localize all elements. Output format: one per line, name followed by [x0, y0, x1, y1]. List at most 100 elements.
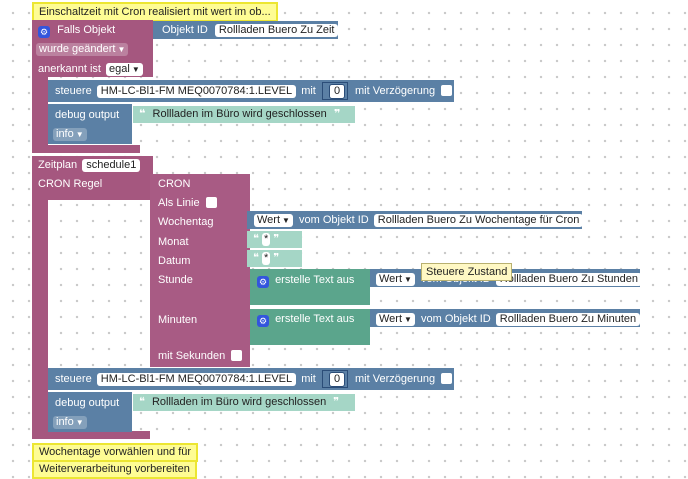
cron-block[interactable] — [150, 174, 250, 367]
debug-level-dropdown[interactable]: info▼ — [53, 416, 87, 429]
steuere-label: steuere — [55, 85, 92, 97]
monat-value[interactable]: * — [261, 233, 271, 246]
minuten-objekt-field[interactable]: Rollladen Buero Zu Minuten — [495, 313, 641, 326]
tooltip: Steuere Zustand — [421, 263, 513, 281]
als-linie-label: Als Linie — [158, 197, 200, 209]
number-value[interactable]: 0 — [329, 84, 346, 99]
erstelle-text-label: erstelle Text aus — [275, 313, 355, 325]
stunde-text-join-block[interactable] — [250, 269, 370, 305]
wurde-dropdown[interactable]: wurde geändert▼ — [36, 43, 129, 56]
debug-block-2[interactable] — [48, 392, 132, 432]
control-1-row: steuere HM-LC-Bl1-FM MEQ0070784:1.LEVEL … — [55, 84, 316, 98]
comment-top[interactable]: Einschaltzeit mit Cron realisiert mit we… — [32, 2, 278, 22]
minuten-value-row: Wert▼ vom Objekt ID Rollladen Buero Zu M… — [376, 312, 641, 326]
mit-sekunden-checkbox[interactable] — [231, 350, 243, 361]
anerkannt-row: anerkannt ist egal▼ — [38, 62, 143, 76]
open-quote-icon: ❝ — [139, 108, 146, 120]
wert-dropdown[interactable]: Wert▼ — [254, 214, 293, 227]
wert-dropdown[interactable]: Wert▼ — [376, 313, 415, 326]
dropdown-arrow-icon: ▼ — [117, 45, 126, 54]
datum-value[interactable]: * — [261, 252, 271, 265]
comment-bottom-line1: Wochentage vorwählen und für — [39, 446, 192, 458]
debug-text-block-2[interactable]: ❝ Rollladen im Büro wird geschlossen ❞ — [133, 394, 355, 411]
cron-title: CRON — [158, 178, 191, 190]
dropdown-arrow-icon: ▼ — [282, 216, 290, 225]
wert-label: Wert — [257, 214, 281, 226]
dropdown-arrow-icon: ▼ — [404, 315, 412, 324]
open-quote-icon: ❝ — [139, 396, 145, 408]
dropdown-arrow-icon: ▼ — [75, 418, 84, 427]
wert-label: Wert — [379, 273, 403, 285]
debug-level: info — [56, 128, 74, 140]
wert-label: Wert — [379, 313, 403, 325]
control-2-row: steuere HM-LC-Bl1-FM MEQ0070784:1.LEVEL … — [55, 372, 316, 386]
wert-dropdown[interactable]: Wert▼ — [376, 273, 415, 286]
verzoegerung-label: mit Verzögerung — [355, 373, 436, 385]
monat-text-block[interactable]: ❝ * ❞ — [247, 231, 302, 248]
cron-regel-label: CRON Regel — [38, 178, 103, 190]
schedule-block-left-arm-2 — [32, 366, 48, 434]
vom-objekt-label: vom Objekt ID — [299, 214, 369, 226]
mit-label: mit — [301, 85, 316, 97]
number-value[interactable]: 0 — [329, 372, 346, 387]
schedule-name-field[interactable]: schedule1 — [82, 159, 141, 172]
falls-objekt-label: Falls Objekt — [57, 24, 116, 36]
steuere-label: steuere — [55, 373, 92, 385]
verzoegerung-row-2: mit Verzögerung — [355, 372, 453, 386]
close-quote-icon: ❞ — [333, 396, 340, 408]
debug-level-dropdown[interactable]: info▼ — [53, 128, 87, 141]
close-quote-icon: ❞ — [273, 252, 280, 264]
vom-objekt-label: vom Objekt ID — [421, 313, 491, 325]
wurde-label: wurde geändert — [39, 43, 116, 55]
verzoegerung-checkbox[interactable] — [441, 85, 453, 96]
number-row-2: 0 — [329, 372, 346, 387]
erstelle-text-label: erstelle Text aus — [275, 274, 355, 286]
datum-text-block[interactable]: ❝ * ❞ — [247, 250, 302, 267]
minuten-erstelle-row: ⚙ erstelle Text aus — [257, 312, 354, 327]
trigger-block-bottom — [32, 145, 140, 153]
debug-level-row-2: info▼ — [53, 415, 87, 429]
anerkannt-dropdown[interactable]: egal▼ — [106, 63, 143, 76]
debug-block-1[interactable] — [48, 104, 132, 144]
verzoegerung-checkbox[interactable] — [441, 373, 453, 384]
debug-text: Rollladen im Büro wird geschlossen — [152, 108, 327, 120]
minuten-text-join-block[interactable] — [250, 309, 370, 345]
comment-top-text: Einschaltzeit mit Cron realisiert mit we… — [39, 6, 271, 18]
datum-label: Datum — [158, 255, 191, 267]
close-quote-icon: ❞ — [273, 233, 280, 245]
comment-bottom-2[interactable]: Weiterverarbeitung vorbereiten — [32, 460, 197, 479]
verzoegerung-row-1: mit Verzögerung — [355, 84, 453, 98]
debug-text-block-1[interactable]: ❝ Rollladen im Büro wird geschlossen ❞ — [133, 106, 355, 123]
stunde-erstelle-row: ⚙ erstelle Text aus — [257, 273, 354, 288]
open-quote-icon: ❝ — [253, 252, 259, 264]
verzoegerung-label: mit Verzögerung — [355, 85, 436, 97]
objekt-id-value[interactable]: Rollladen Buero Zu Zeit — [214, 24, 339, 37]
wochentag-label: Wochentag — [158, 216, 214, 228]
trigger-header: ⚙ Falls Objekt — [38, 23, 115, 38]
mit-label: mit — [301, 373, 316, 385]
wochentag-value-row: Wert▼ vom Objekt ID Rollladen Buero Zu W… — [254, 213, 584, 227]
zeitplan-label: Zeitplan — [38, 159, 78, 171]
gear-icon[interactable]: ⚙ — [257, 315, 269, 327]
gear-icon[interactable]: ⚙ — [38, 26, 50, 38]
mit-sekunden-row: mit Sekunden — [158, 349, 243, 363]
open-quote-icon: ❝ — [253, 233, 259, 245]
gear-icon[interactable]: ⚙ — [257, 276, 269, 288]
debug-text: Rollladen im Büro wird geschlossen — [151, 396, 327, 408]
dropdown-arrow-icon: ▼ — [131, 65, 140, 74]
debug-level-row-1: info▼ — [53, 127, 87, 141]
debug-label: debug output — [55, 109, 120, 121]
schedule-block-bottom — [32, 431, 150, 439]
device-field[interactable]: HM-LC-Bl1-FM MEQ0070784:1.LEVEL — [96, 85, 297, 98]
stunde-label: Stunde — [158, 274, 193, 286]
anerkannt-label: anerkannt ist — [38, 63, 101, 75]
als-linie-checkbox[interactable] — [205, 197, 217, 208]
wochentag-objekt-field[interactable]: Rollladen Buero Zu Wochentage für Cron — [373, 214, 584, 227]
minuten-label: Minuten — [158, 314, 198, 326]
trigger-block-left-arm — [32, 77, 48, 145]
device-field[interactable]: HM-LC-Bl1-FM MEQ0070784:1.LEVEL — [96, 373, 297, 386]
stunde-objekt-field[interactable]: Rollladen Buero Zu Stunden — [495, 273, 642, 286]
debug-level: info — [56, 416, 74, 428]
mit-sekunden-label: mit Sekunden — [158, 350, 226, 362]
wurde-row: wurde geändert▼ — [36, 42, 129, 56]
